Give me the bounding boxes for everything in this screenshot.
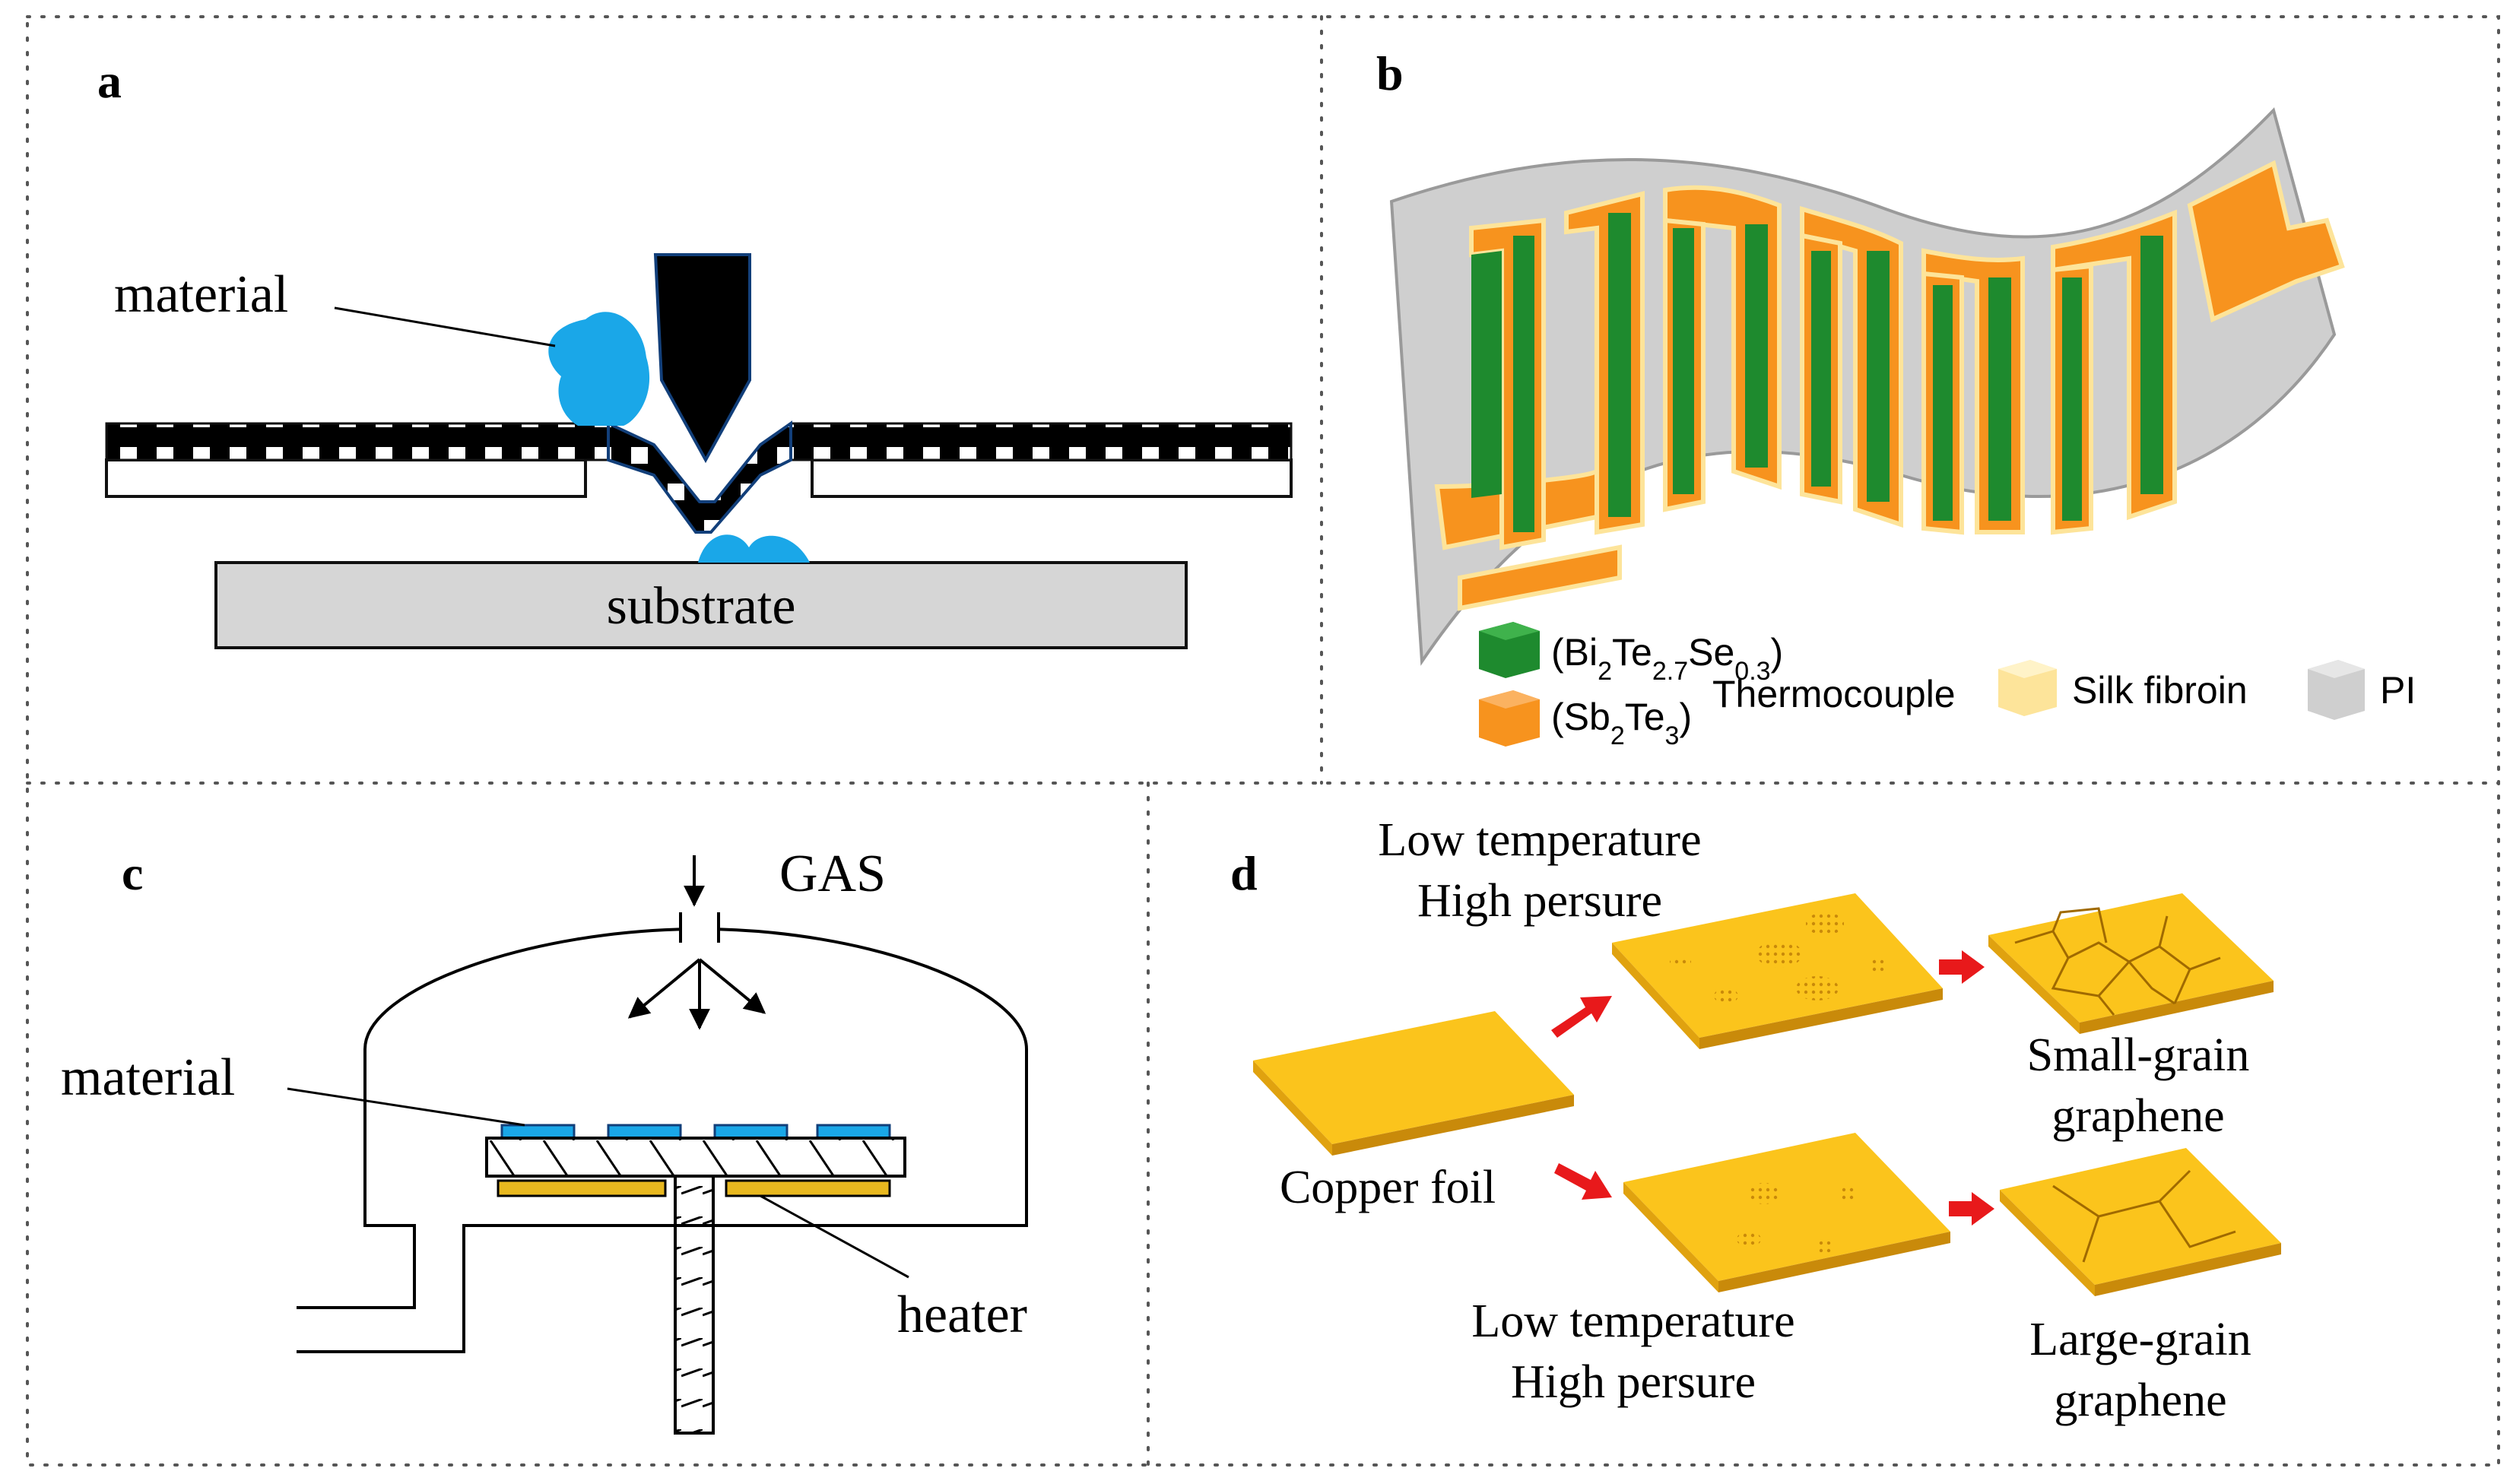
legend-bite: (Bi2Te2.7Se0.3) xyxy=(1479,622,1783,686)
legend-silk: Silk fibroin xyxy=(1998,660,2248,716)
panel-label-d: d xyxy=(1230,846,1258,900)
panel-c: c GAS material heater xyxy=(61,845,1028,1435)
panel-d: d Copper foil xyxy=(1230,814,2281,1426)
film-strip-left xyxy=(105,422,610,461)
large-grain-foil xyxy=(2000,1148,2281,1296)
support-plate-right xyxy=(811,458,1293,498)
print-tip xyxy=(653,253,751,464)
material-pads xyxy=(500,1124,891,1140)
panel-label-c: c xyxy=(122,846,143,900)
legend-pi: PI xyxy=(2308,660,2416,720)
svg-text:(Bi2Te2.7Se0.3): (Bi2Te2.7Se0.3) xyxy=(1551,631,1783,686)
sample-plate xyxy=(485,1137,906,1178)
leg-pair-5 xyxy=(2051,209,2177,535)
large-grain-label-line2: graphene xyxy=(2054,1375,2226,1426)
heater-label: heater xyxy=(897,1286,1027,1344)
small-grain-foil xyxy=(1988,893,2274,1034)
top-condition-line2: High persure xyxy=(1417,875,1662,927)
top-condition-line1: Low temperature xyxy=(1378,814,1701,866)
heater-right xyxy=(725,1179,891,1197)
small-grain-label-line1: Small-grain xyxy=(2027,1029,2250,1081)
material-label-c: material xyxy=(61,1048,235,1107)
gas-flow-arrows xyxy=(627,855,766,1030)
panel-label-a: a xyxy=(97,54,122,108)
material-leader-c xyxy=(287,1087,525,1127)
leg-pair-1 xyxy=(1469,191,1645,550)
material-blob xyxy=(548,312,650,426)
support-plate-left xyxy=(105,458,587,498)
material-label-a: material xyxy=(114,265,288,324)
substrate-label: substrate xyxy=(607,577,796,636)
copper-foil xyxy=(1253,1011,1574,1156)
panel-borders xyxy=(26,15,2500,1467)
svg-text:Silk fibroin: Silk fibroin xyxy=(2072,669,2248,712)
panel-b: b xyxy=(1376,46,2416,750)
support-shaft xyxy=(674,1175,715,1435)
material-leader-a xyxy=(334,306,556,347)
film-deformed xyxy=(607,420,792,534)
thermocouple-array xyxy=(1434,160,2345,611)
legend-thermocouple: Thermocouple xyxy=(1712,673,1956,715)
legend-sbte: (Sb2Te3) xyxy=(1479,690,1692,750)
bottom-condition-line1: Low temperature xyxy=(1471,1295,1794,1347)
legend-b: (Bi2Te2.7Se0.3) (Sb2Te3) Thermocouple Si… xyxy=(1479,622,2416,750)
heater-leader xyxy=(760,1194,909,1279)
intermediate-top xyxy=(1612,893,1943,1049)
deposited-droplets xyxy=(698,534,810,563)
gas-label: GAS xyxy=(779,845,886,903)
heater-left xyxy=(497,1179,667,1197)
panel-label-b: b xyxy=(1376,46,1404,100)
svg-text:PI: PI xyxy=(2380,669,2416,712)
panel-a: a substrate material xyxy=(97,54,1293,649)
leg-pair-2 xyxy=(1663,185,1782,512)
copper-foil-label: Copper foil xyxy=(1280,1162,1496,1213)
bottom-condition-line2: High persure xyxy=(1511,1356,1756,1408)
leg-pair-3 xyxy=(1800,205,1903,528)
process-arrows xyxy=(1551,950,1994,1226)
film-strip-right xyxy=(789,422,1293,461)
large-grain-label-line1: Large-grain xyxy=(2029,1314,2251,1365)
svg-text:(Sb2Te3): (Sb2Te3) xyxy=(1551,696,1692,750)
leg-pair-4 xyxy=(1921,248,2025,535)
small-grain-label-line2: graphene xyxy=(2051,1090,2224,1142)
intermediate-bottom xyxy=(1623,1133,1950,1292)
